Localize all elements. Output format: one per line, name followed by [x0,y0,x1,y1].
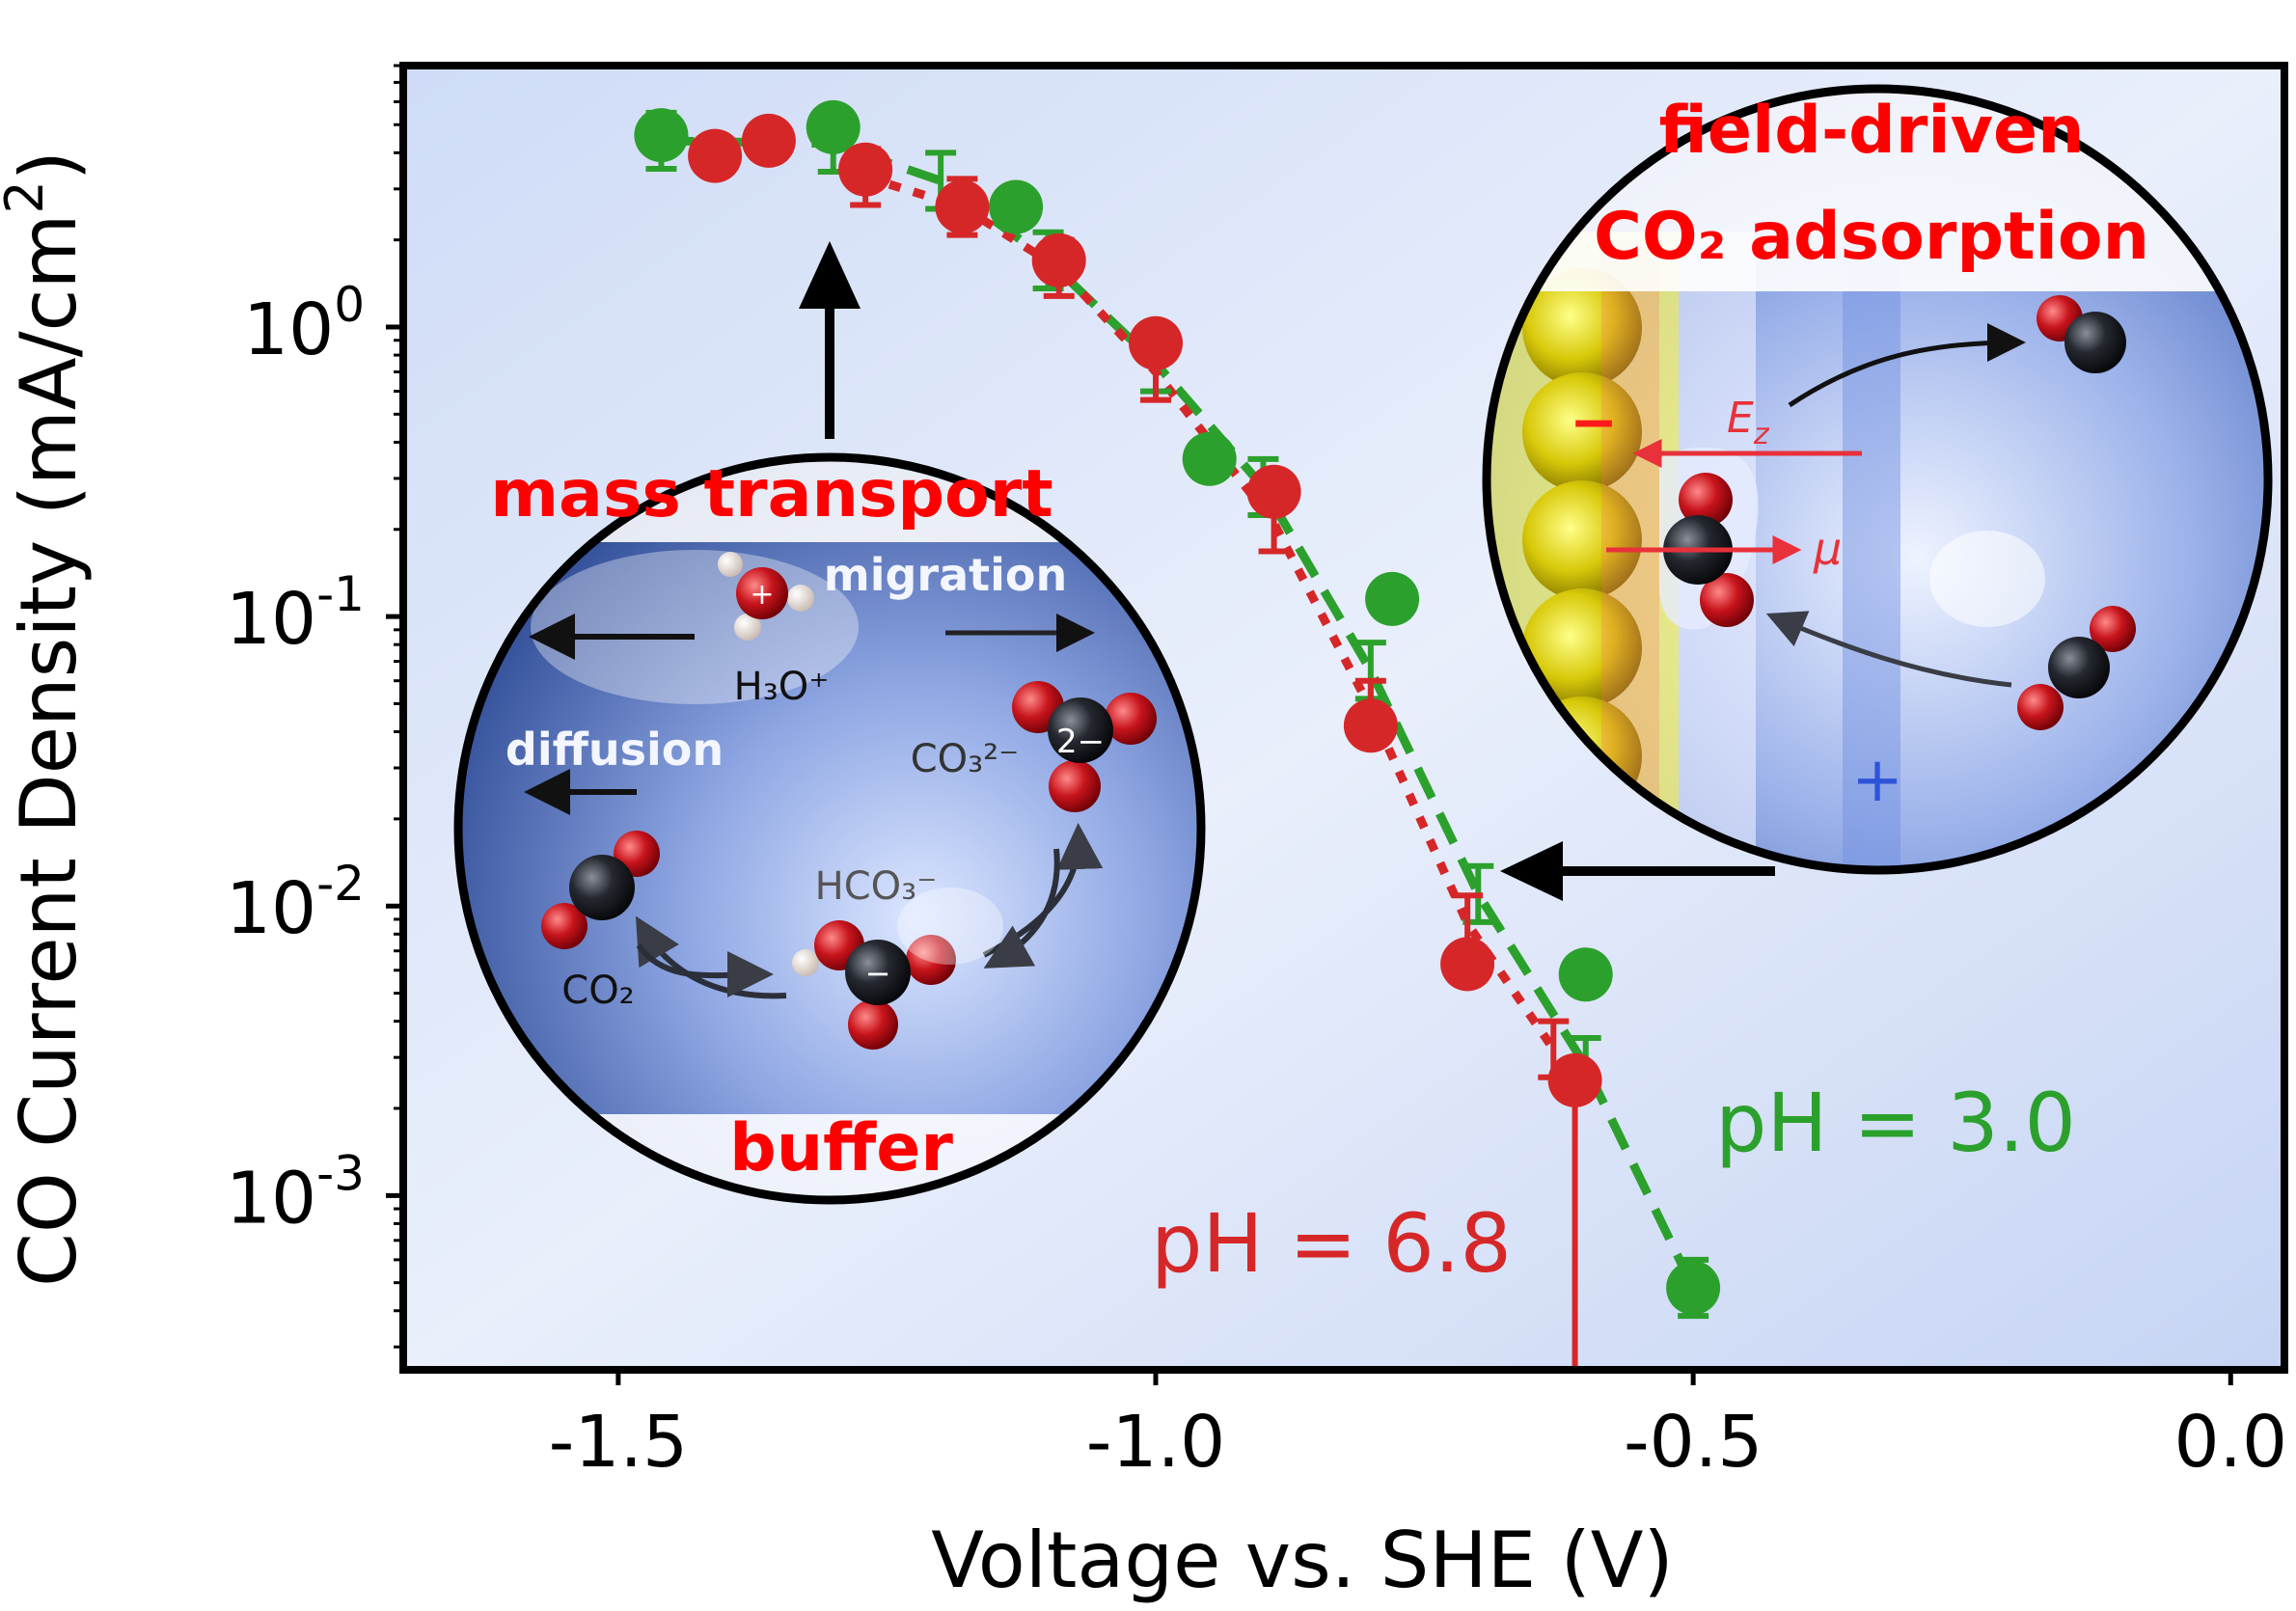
data-point-series-2 [935,179,990,234]
electrode-atom-3 [1522,480,1642,600]
approach-co2-carbon [2048,637,2110,698]
h3o-hydrogen-1 [718,552,743,577]
data-point-series-2 [1031,232,1086,287]
data-point-series-1 [989,179,1044,234]
y-axis-label: CO Current Density (mA/cm2) [0,150,94,1287]
adsorbed-co2-oxygen-1 [1679,473,1733,527]
y-tick-label: 10-2 [226,856,365,950]
mu-label: μ [1813,523,1842,575]
h3o-oxygen [736,567,788,619]
migration-label: migration [824,549,1067,601]
electrode-minus: − [1570,389,1618,456]
co2-label: CO₂ [561,969,634,1013]
data-point-series-2 [688,128,743,183]
x-axis-label: Voltage vs. SHE (V) [931,1515,1673,1605]
data-point-series-1 [1365,571,1420,626]
inset-left-bottom-label: buffer [729,1110,953,1187]
co3-charge: 2− [1056,723,1105,761]
data-points [634,99,1721,1315]
data-point-series-1 [1182,431,1237,486]
data-point-series-2 [1343,698,1398,753]
inset-left-border [453,452,1206,1205]
inset-left-bubble [458,457,1201,1200]
adsorbed-co2-oxygen-2 [1700,573,1754,627]
equilibrium-arrow-right-back [983,848,1060,969]
hco3-hydrogen [792,949,819,976]
data-point-series-2 [1440,937,1495,992]
data-point-series-1 [1558,947,1613,1002]
hco3-oxygen-2 [906,935,956,985]
co2-oxygen-2 [541,903,588,949]
data-point-series-1 [634,108,689,163]
electrode-atom-4 [1522,588,1642,708]
approach-co2-oxygen-2 [2017,684,2064,730]
inset-left-highlight [897,887,1003,965]
inset-left-title: mass transport [490,456,1053,532]
approach-co2-oxygen-1 [2090,606,2136,652]
inset-right-title-line2: CO₂ adsorption [1594,199,2149,275]
y-tick-label: 10-1 [226,566,365,661]
y-tick-label: 10-3 [226,1145,365,1240]
desorb-arrow [1788,323,2026,408]
h3o-charge: + [750,578,774,612]
x-tick-label: -1.5 [549,1401,688,1484]
hco3-carbon [845,940,911,1005]
hco3-oxygen-3 [848,999,898,1050]
ph-red-label: pH = 6.8 [1151,1196,1512,1291]
electrode-atom-2 [1522,372,1642,492]
co3-oxygen-3 [1049,760,1101,812]
inset-right-arrow-head [1500,841,1563,901]
h3o-hydrogen-3 [734,614,761,641]
co2-carbon [569,855,635,920]
data-point-series-1 [1666,1261,1721,1315]
co3-label: CO₃²⁻ [911,737,1020,781]
inset-right-border [1482,84,2273,875]
inset-right-title-line1: field-driven [1658,93,2084,169]
equilibrium-arrow-left-back [636,943,774,998]
approach-arrow [1765,611,2012,688]
ez-label: Ez [1727,394,1770,451]
electrolyte-plus: + [1851,745,1903,816]
h3o-hydrogen-2 [787,585,814,612]
inset-left-arrow-head [799,241,861,309]
data-point-series-2 [1547,1052,1602,1107]
hco3-charge: − [865,955,891,992]
field-band [1843,232,1900,870]
y-axis-ticks: 100 10-1 10-2 10-3 [226,277,403,1240]
hco3-label: HCO₃⁻ [815,864,938,909]
data-point-series-2 [838,142,893,197]
x-tick-label: -0.5 [1624,1401,1763,1484]
h3o-label: H₃O⁺ [734,665,830,709]
co3-carbon [1048,697,1113,763]
inset-right-glare [1929,531,2045,627]
x-tick-label: -1.0 [1086,1401,1225,1484]
x-tick-label: 0.0 [2173,1401,2287,1484]
x-axis-ticks: -1.5 -1.0 -0.5 0.0 [549,1370,2287,1484]
data-point-series-2 [1246,464,1301,519]
ph-green-label: pH = 3.0 [1715,1076,2076,1170]
data-point-series-2 [1129,315,1183,370]
plot-frame [399,62,2288,1374]
electrode-atom-1 [1522,268,1642,388]
y-tick-label: 100 [243,277,365,371]
data-point-series-2 [741,113,796,168]
free-co2-carbon-top [2064,312,2126,373]
data-point-series-1 [806,99,861,154]
diffusion-label: diffusion [506,724,724,776]
co3-oxygen-2 [1105,693,1157,745]
